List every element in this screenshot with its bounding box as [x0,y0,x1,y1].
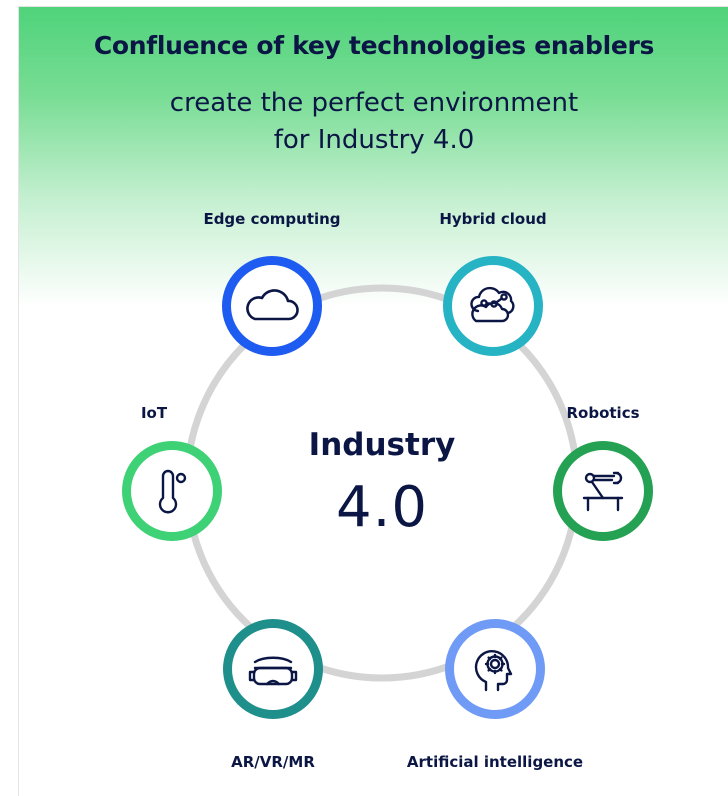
technology-ring-diagram: Industry 4.0 Edge computing Hybrid cloud… [19,7,728,796]
node-ar-vr-mr [223,619,323,719]
infographic-panel: Confluence of key technologies enablers … [18,6,728,796]
node-artificial-intelligence [445,619,545,719]
label-edge-computing: Edge computing [203,210,341,228]
label-ar-vr-mr: AR/VR/MR [231,753,315,771]
subtitle-line-1: create the perfect environment [169,88,579,118]
label-hybrid-cloud: Hybrid cloud [439,210,547,228]
robot-arm-icon [582,471,624,512]
ai-head-gear-icon [474,649,513,692]
node-edge-computing [222,256,322,356]
page-title: Confluence of key technologies enablers [93,31,655,60]
node-hybrid-cloud [443,256,543,356]
center-value: 4.0 [335,475,429,540]
label-iot: IoT [140,404,168,422]
cloud-icon [246,289,299,321]
ring-svg [183,284,581,682]
page-subtitle: create the perfect environment for Indus… [19,85,728,159]
thermometer-icon [158,469,187,514]
node-iot [122,441,222,541]
center-title: Industry [308,427,456,463]
node-robotics [553,441,653,541]
cloud-network-icon [470,286,515,323]
subtitle-line-2: for Industry 4.0 [273,125,475,155]
label-robotics: Robotics [566,404,640,422]
label-artificial-intelligence: Artificial intelligence [406,753,584,771]
vr-headset-icon [248,656,298,686]
